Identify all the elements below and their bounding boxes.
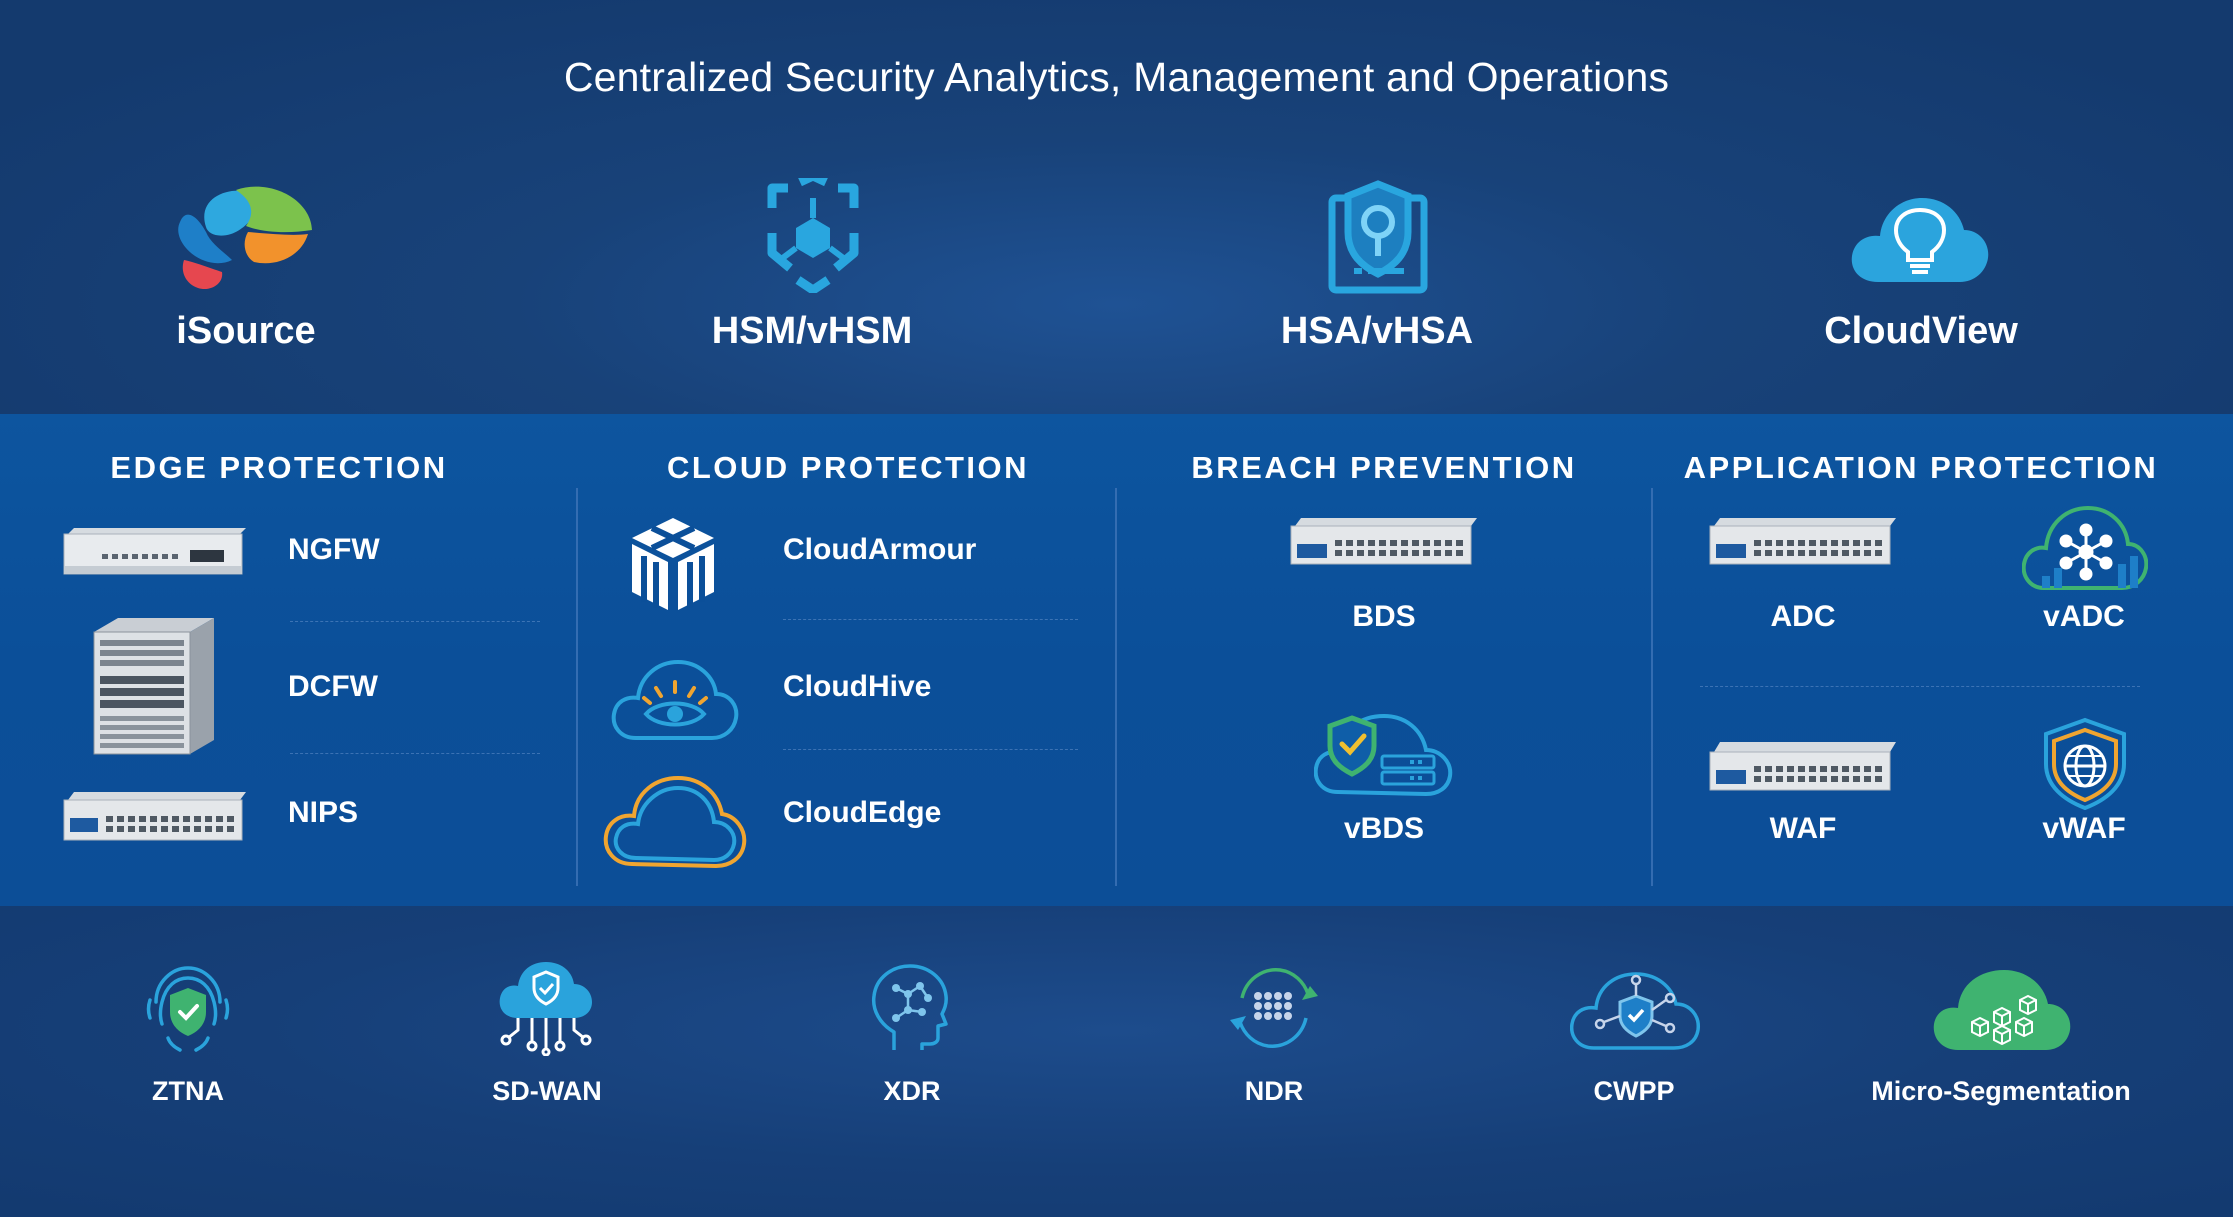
product-label-vbds: vBDS: [1343, 812, 1425, 845]
shield-globe-icon: [2044, 717, 2126, 810]
item-separator: [783, 749, 1078, 750]
bottom-product-label-cwpp: CWPP: [1593, 1076, 1675, 1106]
product-label-bds: BDS: [1352, 600, 1416, 633]
item-separator: [290, 621, 540, 622]
column-divider: [1651, 488, 1653, 886]
chassis-appliance-icon: [93, 618, 214, 755]
head-network-icon: [871, 964, 948, 1050]
product-label-nips: NIPS: [288, 796, 359, 829]
rack-appliance-icon: [63, 528, 246, 575]
product-label-vwaf: vWAF: [2042, 812, 2126, 845]
cloud-cubes-icon: [1933, 970, 2071, 1050]
bottom-product-label-xdr: XDR: [883, 1076, 941, 1106]
hsm-icon: [767, 178, 859, 293]
bottom-product-label-microseg: Micro-Segmentation: [1871, 1076, 2131, 1106]
item-separator: [1700, 686, 2140, 687]
cloud-shield-nodes-icon: [1570, 972, 1700, 1050]
hsa-icon: [1328, 180, 1428, 294]
product-label-adc: ADC: [1770, 600, 1836, 633]
fingerprint-shield-icon: [146, 966, 230, 1052]
product-label-cloudedge: CloudEdge: [783, 796, 942, 829]
product-label-vadc: vADC: [2043, 600, 2125, 633]
product-label-waf: WAF: [1769, 812, 1837, 845]
bottom-product-label-ndr: NDR: [1244, 1076, 1304, 1106]
rack-appliance-icon: [63, 792, 246, 841]
section-heading-app: APPLICATION PROTECTION: [1683, 450, 2159, 485]
cloud-eye-icon: [611, 659, 739, 740]
product-label-ngfw: NGFW: [288, 533, 380, 566]
cloud-outline-icon: [603, 775, 747, 869]
bottom-band: [0, 906, 2233, 1217]
product-label-dcfw: DCFW: [288, 670, 378, 703]
item-separator: [783, 619, 1078, 620]
section-heading-breach: BREACH PREVENTION: [1191, 450, 1577, 485]
rack-appliance-icon: [1709, 518, 1896, 565]
cloud-lightbulb-icon: [1851, 198, 1989, 282]
bottom-product-label-ztna: ZTNA: [152, 1076, 224, 1106]
top-product-label-cloudview: CloudView: [1824, 310, 2018, 352]
column-divider: [576, 488, 578, 886]
item-separator: [290, 753, 540, 754]
cloud-network-icon: [2022, 505, 2148, 590]
top-product-label-hsm: HSM/vHSM: [711, 310, 913, 352]
grid-cycle-icon: [1230, 968, 1318, 1048]
bottom-product-label-sdwan: SD-WAN: [492, 1076, 602, 1106]
column-divider: [1115, 488, 1117, 886]
rack-appliance-icon: [1290, 518, 1477, 565]
top-product-label-isource: iSource: [176, 310, 316, 352]
rack-appliance-icon: [1709, 742, 1896, 791]
isource-logo-icon: [178, 186, 312, 290]
product-label-cloudhive: CloudHive: [783, 670, 932, 703]
product-label-cloudarmour: CloudArmour: [783, 533, 977, 566]
page-title: Centralized Security Analytics, Manageme…: [563, 54, 1670, 100]
top-product-label-hsa: HSA/vHSA: [1280, 310, 1474, 352]
section-heading-edge: EDGE PROTECTION: [110, 450, 448, 485]
section-heading-cloud: CLOUD PROTECTION: [666, 450, 1030, 485]
cube-armour-icon: [632, 518, 714, 610]
cloud-circuit-icon: [499, 962, 592, 1056]
cloud-shield-server-icon: [1314, 713, 1453, 797]
